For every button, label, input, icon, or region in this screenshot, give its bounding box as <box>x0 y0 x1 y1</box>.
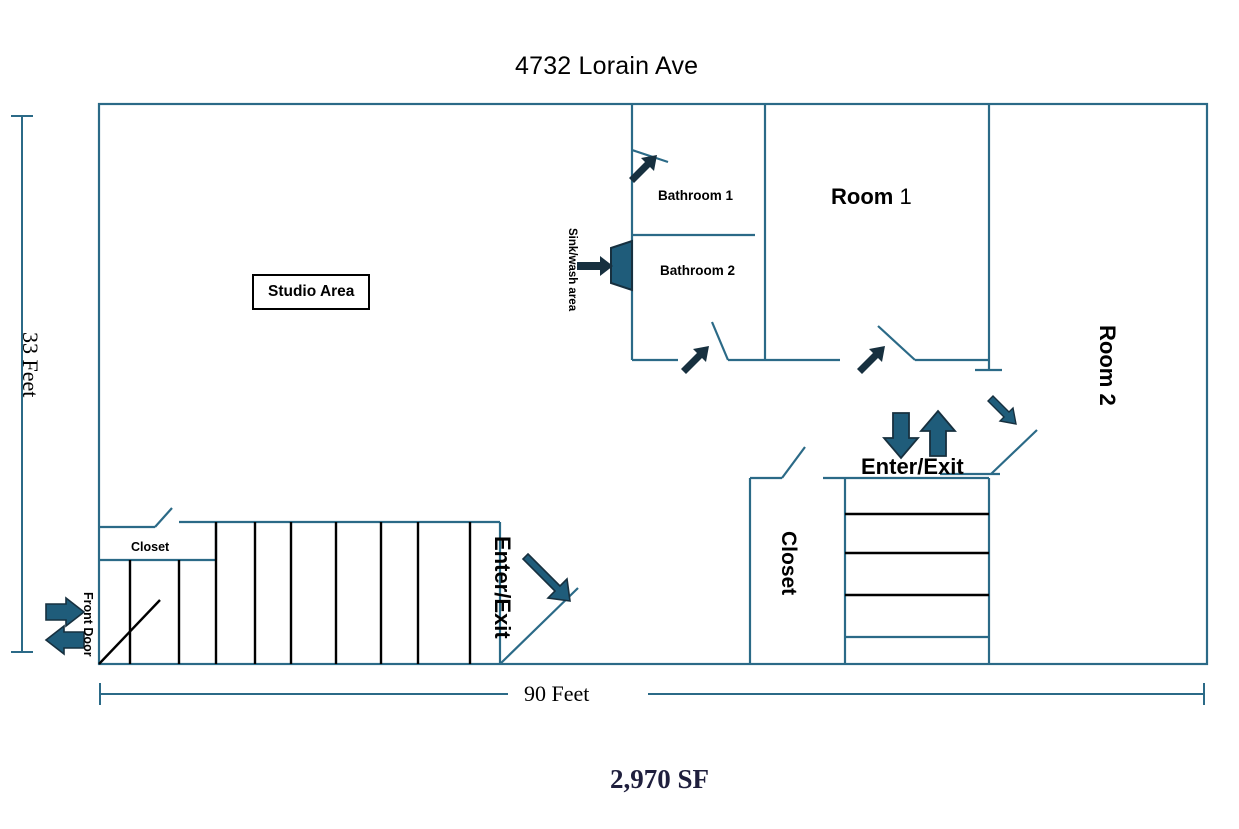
right-closet-block <box>748 446 806 664</box>
door-swing-bathroom-lower <box>710 321 730 361</box>
studio-area-label: Studio Area <box>252 274 371 310</box>
right-stair-block <box>823 476 991 664</box>
sink-wash-area-label: Sink/wash area <box>566 228 578 312</box>
arrow-diagonal-down-right-icon-room2 <box>987 395 1017 425</box>
bathroom-2-label: Bathroom 2 <box>660 263 736 278</box>
vertical-dimension-line <box>11 115 33 653</box>
door-swing-bathroom-1 <box>631 148 669 164</box>
building-outline <box>97 102 1209 666</box>
storefront-bay <box>98 520 579 665</box>
arrow-diagonal-up-right-icon-room1 <box>857 346 885 374</box>
interior-walls <box>630 104 1002 372</box>
closet-small-label: Closet <box>131 540 170 554</box>
sink-fixture-icon <box>610 239 633 292</box>
enter-exit-left-label: Enter/Exit <box>490 536 515 639</box>
enter-exit-right-label: Enter/Exit <box>861 454 964 479</box>
arrow-right-icon-front-door <box>45 596 86 628</box>
room-1-label-number: 1 <box>893 184 912 209</box>
arrow-right-icon-sink <box>577 256 613 276</box>
total-area-label: 2,970 SF <box>610 764 710 794</box>
door-swing-room-2 <box>940 429 1038 476</box>
room-1-label-bold: Room <box>831 184 894 209</box>
arrow-diagonal-up-right-icon-bath1 <box>629 155 657 183</box>
left-closet <box>99 507 218 664</box>
width-dimension-label: 90 Feet <box>524 681 590 706</box>
arrow-diagonal-up-right-icon-bath2 <box>681 346 709 374</box>
arrow-diagonal-down-right-icon-exit-left <box>521 552 571 602</box>
arrow-left-icon-front-door <box>44 624 85 656</box>
horizontal-dimension-line <box>99 683 1205 705</box>
bathroom-1-label: Bathroom 1 <box>658 188 734 203</box>
room-1-label: Room 1 <box>831 184 912 210</box>
room-2-label: Room 2 <box>1095 325 1120 406</box>
closet-big-label: Closet <box>777 531 800 596</box>
page-title: 4732 Lorain Ave <box>515 52 699 80</box>
front-door-label: Front Door <box>81 592 95 657</box>
arrow-up-icon-enter-exit <box>919 409 957 457</box>
door-swing-room-1 <box>877 325 989 362</box>
arrow-down-icon-enter-exit <box>882 412 920 460</box>
height-dimension-label: 33 Feet <box>18 332 43 398</box>
